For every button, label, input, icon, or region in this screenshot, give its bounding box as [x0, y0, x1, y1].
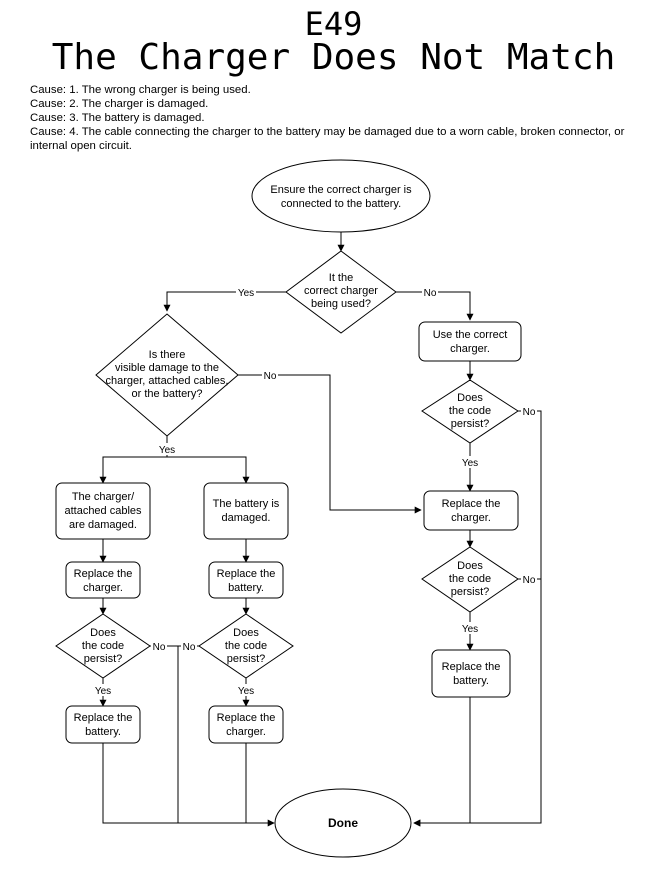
replace-battery-right-2: battery.	[453, 675, 489, 687]
replace-battery-mid-2: battery.	[228, 582, 264, 594]
replace-charger-mid-2: charger.	[226, 726, 266, 738]
error-code: E49	[304, 5, 363, 43]
cause-3: Cause: 3. The battery is damaged.	[30, 112, 205, 124]
replace-charger-right-2: charger.	[451, 512, 491, 524]
node-done: Done	[274, 788, 412, 858]
replace-battery-mid-1: Replace the	[217, 568, 276, 580]
cause-list: Cause: 1. The wrong charger is being use…	[30, 83, 650, 153]
replace-charger-left-2: charger.	[83, 582, 123, 594]
q-damage-4: or the battery?	[132, 388, 203, 400]
cause-2: Cause: 2. The charger is damaged.	[30, 98, 209, 110]
charger-damaged-1: The charger/	[72, 491, 135, 503]
persist-mid-1: Does	[233, 627, 259, 639]
replace-charger-left-1: Replace the	[74, 568, 133, 580]
replace-battery-left-2: battery.	[85, 726, 121, 738]
q-correct-3: being used?	[311, 298, 371, 310]
label-yes-persist-left: Yes	[95, 686, 111, 697]
decision-persist-2: Does the code persist?	[421, 546, 519, 613]
persist-left-2: the code	[82, 640, 124, 652]
use-correct-1: Use the correct	[433, 329, 508, 341]
label-yes-persist1: Yes	[462, 458, 478, 469]
persist2-3: persist?	[451, 586, 490, 598]
persist-mid-3: persist?	[227, 653, 266, 665]
edge-replace-battery-right-to-done	[413, 697, 471, 827]
decision-correct-charger: It the correct charger being used?	[285, 250, 397, 334]
page-title: The Charger Does Not Match	[51, 37, 616, 78]
edge-replace-battery-left-to-done	[102, 743, 275, 827]
q-damage-3: charger, attached cables,	[106, 375, 229, 387]
node-start: Ensure the correct charger is connected …	[251, 159, 431, 233]
persist-left-3: persist?	[84, 653, 123, 665]
q-correct-1: It the	[329, 272, 353, 284]
label-yes-q1: Yes	[238, 288, 254, 299]
edge-labels: Yes No No Yes No Yes No Yes No No Yes Ye…	[93, 286, 537, 697]
battery-damaged-2: damaged.	[222, 512, 271, 524]
edge-persist-left-no	[150, 645, 179, 823]
start-text-1: Ensure the correct charger is	[270, 184, 412, 196]
replace-charger-right-1: Replace the	[442, 498, 501, 510]
charger-damaged-2: attached cables	[64, 505, 142, 517]
replace-battery-right-1: Replace the	[442, 661, 501, 673]
persist2-2: the code	[449, 573, 491, 585]
node-use-correct-charger: Use the correct charger.	[418, 321, 522, 362]
node-replace-charger-mid: Replace the charger.	[208, 705, 284, 744]
persist1-2: the code	[449, 405, 491, 417]
label-no-persist1: No	[523, 407, 536, 418]
node-replace-battery-mid: Replace the battery.	[208, 561, 284, 599]
node-replace-charger-right: Replace the charger.	[423, 490, 519, 531]
decision-visible-damage: Is there visible damage to the charger, …	[95, 313, 239, 437]
persist1-3: persist?	[451, 418, 490, 430]
label-yes-q2: Yes	[159, 445, 175, 456]
replace-charger-mid-1: Replace the	[217, 712, 276, 724]
q-damage-2: visible damage to the	[115, 362, 219, 374]
edge-q1-yes	[163, 291, 286, 312]
label-yes-persist2: Yes	[462, 624, 478, 635]
charger-damaged-3: are damaged.	[69, 519, 137, 531]
node-replace-charger-left: Replace the charger.	[65, 561, 141, 599]
done-text: Done	[328, 816, 358, 830]
label-no-q2: No	[264, 371, 277, 382]
cause-4: Cause: 4. The cable connecting the charg…	[30, 126, 625, 152]
use-correct-2: charger.	[450, 343, 490, 355]
decision-persist-left: Does the code persist?	[55, 613, 151, 679]
persist-mid-2: the code	[225, 640, 267, 652]
battery-damaged-1: The battery is	[213, 498, 280, 510]
edge-persist1-no	[413, 410, 542, 827]
decision-persist-1: Does the code persist?	[421, 379, 519, 444]
label-no-persist-left: No	[153, 642, 166, 653]
edge-q2-yes-battery	[167, 456, 250, 484]
node-replace-battery-right: Replace the battery.	[431, 649, 511, 698]
persist-left-1: Does	[90, 627, 116, 639]
label-no-persist2: No	[523, 575, 536, 586]
node-replace-battery-left: Replace the battery.	[65, 705, 141, 744]
decision-persist-mid: Does the code persist?	[198, 613, 294, 679]
label-yes-persist-mid: Yes	[238, 686, 254, 697]
persist2-1: Does	[457, 560, 483, 572]
label-no-q1: No	[424, 288, 437, 299]
persist1-1: Does	[457, 392, 483, 404]
q-damage-1: Is there	[149, 349, 186, 361]
edge-q2-no	[238, 374, 422, 514]
q-correct-2: correct charger	[304, 285, 378, 297]
node-battery-damaged: The battery is damaged.	[203, 482, 289, 540]
node-charger-damaged: The charger/ attached cables are damaged…	[55, 482, 151, 540]
cause-1: Cause: 1. The wrong charger is being use…	[30, 84, 251, 96]
label-no-persist-mid: No	[183, 642, 196, 653]
replace-battery-left-1: Replace the	[74, 712, 133, 724]
edge-q1-no	[396, 291, 474, 321]
start-text-2: connected to the battery.	[281, 198, 401, 210]
